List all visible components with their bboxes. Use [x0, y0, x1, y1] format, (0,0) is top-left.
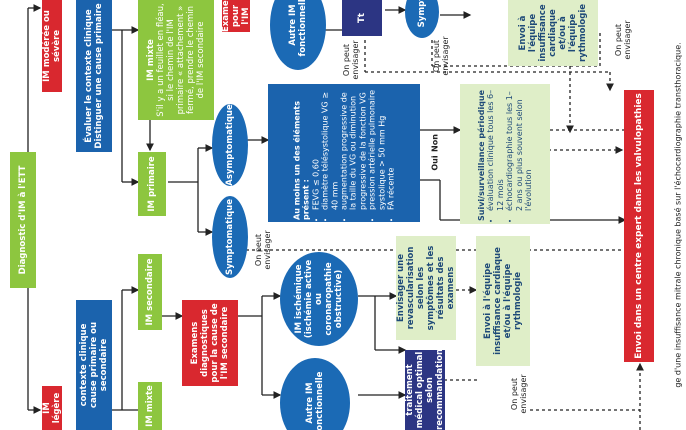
on-peut-envisager-1: On peut envisager	[338, 40, 364, 80]
criteria-title: Au moins un des éléments présent :	[292, 101, 311, 220]
examens-bottom-box: Examens diagnostiques pour la cause de l…	[182, 300, 238, 386]
root-diagnostic-box: Diagnostic d'IM à l'ETT	[10, 152, 36, 288]
non-label: Non	[428, 132, 442, 154]
revascularisation-label: Envisager une revascularisation selon le…	[396, 245, 456, 331]
envoi-equipe-top-box: Envoi à l'équipe insuffisance cardiaque …	[508, 0, 598, 66]
im-ischemique-label: IM ischémique (ischémie active ou corona…	[294, 259, 344, 339]
traitement-top-label: Tt	[357, 13, 367, 23]
im-legere-label: IM légère	[42, 392, 62, 424]
suivi-item: échocardiographie tous les 1–2 ans ou pl…	[505, 87, 533, 211]
traitement-medical-label: traitement médical optimal selon recomma…	[405, 350, 445, 430]
suivi-content: Suivi/surveillance périodique évaluation…	[477, 87, 533, 221]
on-peut-envisager-3: On peut envisager	[250, 228, 276, 272]
im-primaire-box: IM primaire	[138, 152, 166, 216]
traitement-medical-box: traitement médical optimal selon recomma…	[405, 350, 445, 430]
suivi-title: Suivi/surveillance périodique	[476, 89, 486, 221]
criteria-item: pression artérielle pulmonaire systoliqu…	[368, 86, 387, 210]
autre-im-bottom-ellipse: Autre IM fonctionnelle	[280, 358, 350, 430]
symptomatique-top-label: Sympt	[417, 0, 427, 28]
suivi-list: évaluation clinique tous les 6–12 mois é…	[486, 87, 533, 221]
evaluer-contexte-box: Évaluer le contexte clinique Distinguer …	[76, 0, 112, 152]
im-mixte-top-box: IM mixte S'il y a un feuillet en fléau, …	[138, 0, 214, 120]
on-peut-envisager-4: On peut envisager	[610, 20, 636, 60]
criteria-item: FEVG ≤ 0,60	[311, 86, 320, 210]
suivi-item: évaluation clinique tous les 6–12 mois	[486, 87, 505, 211]
examens-top-box: Examens pour l'IM	[222, 0, 250, 32]
figure-caption-text: ge d'une insuffisance mitrale chronique …	[673, 42, 683, 388]
asymptomatique-ellipse: Asymptomatique	[212, 104, 248, 186]
envoi-equipe-bottom-label: Envoi à l'équipe insuffisance cardiaque …	[483, 247, 523, 355]
oui-text: Oui	[430, 155, 440, 171]
on-peut-envisager-5: On peut envisager	[506, 372, 532, 416]
im-moderee-box: IM modérée ou sévère	[42, 0, 62, 92]
oui-label: Oui	[428, 152, 442, 174]
autre-im-bottom-label: Autre IM fonctionnelle	[305, 371, 325, 430]
on-peut-envisager-1-label: On peut envisager	[342, 40, 360, 80]
root-diagnostic-label: Diagnostic d'IM à l'ETT	[18, 165, 28, 275]
on-peut-envisager-4-label: On peut envisager	[614, 20, 632, 60]
im-moderee-label: IM modérée ou sévère	[42, 10, 62, 82]
envoi-equipe-bottom-box: Envoi à l'équipe insuffisance cardiaque …	[476, 236, 530, 366]
contexte-bottom-label: contexte clinique cause primaire ou seco…	[79, 321, 109, 409]
im-mixte-top-title: IM mixte	[146, 39, 156, 81]
non-text: Non	[430, 134, 440, 152]
im-primaire-label: IM primaire	[147, 156, 157, 212]
im-mixte-top-text: IM mixte S'il y a un feuillet en fléau, …	[146, 2, 206, 118]
im-mixte-bottom-label: IM mixte	[145, 385, 155, 427]
criteria-box: Au moins un des éléments présent : FEVG …	[268, 84, 420, 222]
symptomatique-ellipse: Symptomatique	[212, 196, 248, 278]
on-peut-envisager-5-label: On peut envisager	[510, 374, 528, 414]
im-legere-box: IM légère	[42, 386, 62, 430]
im-ischemique-ellipse: IM ischémique (ischémie active ou corona…	[280, 252, 358, 346]
symptomatique-label: Symptomatique	[225, 199, 235, 275]
figure-caption: ge d'une insuffisance mitrale chronique …	[670, 0, 686, 430]
im-secondaire-box: IM secondaire	[138, 254, 162, 330]
criteria-item: FA récente	[386, 86, 395, 210]
evaluer-contexte-label: Évaluer le contexte clinique Distinguer …	[84, 3, 104, 149]
revascularisation-box: Envisager une revascularisation selon le…	[396, 236, 456, 340]
autre-im-top-label: Autre IM fonctionnelle	[288, 0, 308, 57]
im-mixte-bottom-box: IM mixte	[138, 382, 162, 430]
centre-expert-box: Envoi dans un centre expert dans les val…	[624, 90, 654, 362]
criteria-item: augmentation progressive de la taille du…	[339, 86, 367, 210]
criteria-content: Au moins un des éléments présent : FEVG …	[292, 86, 395, 220]
on-peut-envisager-3-label: On peut envisager	[254, 230, 272, 270]
centre-expert-label: Envoi dans un centre expert dans les val…	[634, 93, 644, 359]
im-mixte-top-desc: S'il y a un feuillet en fléau, si le che…	[156, 3, 206, 117]
autre-im-top-ellipse: Autre IM fonctionnelle	[270, 0, 326, 70]
criteria-item: diamètre télésystolique VG ≥ 40 mm	[320, 86, 339, 210]
envoi-equipe-top-label: Envoi à l'équipe insuffisance cardiaque …	[518, 3, 588, 63]
contexte-bottom-box: contexte clinique cause primaire ou seco…	[76, 300, 112, 430]
on-peut-envisager-2: On peut envisager	[428, 36, 454, 76]
suivi-box: Suivi/surveillance périodique évaluation…	[460, 84, 550, 224]
asymptomatique-label: Asymptomatique	[225, 104, 235, 186]
examens-top-label: Examens pour l'IM	[222, 0, 250, 32]
traitement-top-box: Tt	[342, 0, 382, 36]
im-secondaire-label: IM secondaire	[145, 258, 155, 326]
on-peut-envisager-2-label: On peut envisager	[432, 36, 450, 76]
examens-bottom-label: Examens diagnostiques pour la cause de l…	[190, 303, 230, 383]
criteria-list: FEVG ≤ 0,60 diamètre télésystolique VG ≥…	[311, 86, 396, 220]
